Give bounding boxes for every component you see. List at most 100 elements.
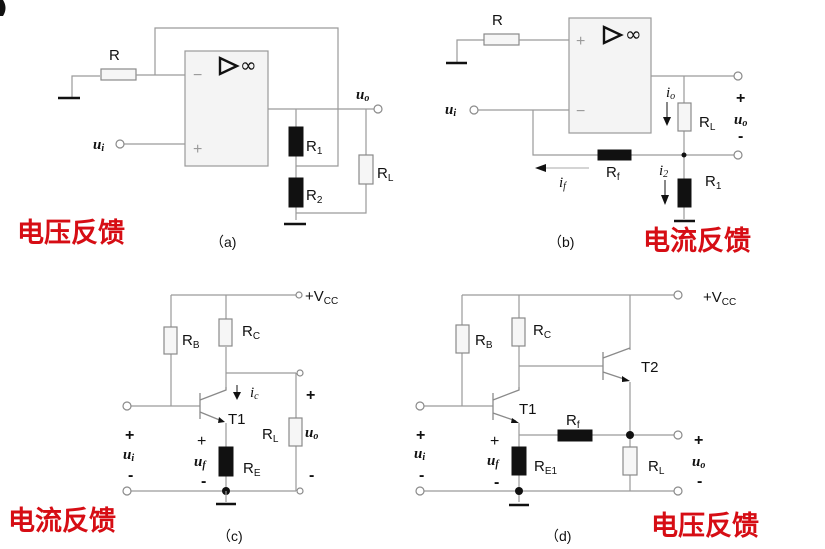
output-terminal-minus (296, 487, 304, 495)
output-label: uo (305, 425, 318, 442)
resistor-RC (511, 317, 526, 347)
output-terminal-minus (733, 150, 743, 160)
feedback-wire (154, 27, 339, 167)
current-io-label: io (666, 85, 675, 102)
arrow-down-icon (661, 195, 669, 205)
feedback-type-label-a: 电压反馈 (17, 218, 125, 249)
resistor-RB (163, 326, 178, 355)
circuit-a: − + ∞ ui uo R R1 R2 RL （a) 电压反馈 (17, 27, 394, 250)
resistor-RL (358, 154, 374, 185)
label-T2: T2 (641, 359, 659, 376)
input-minus-sign: - (128, 467, 133, 484)
resistor-RE (218, 446, 234, 477)
resistor-R1 (288, 126, 304, 157)
label-R: R (109, 47, 120, 64)
label-RL: RL (377, 165, 394, 184)
wire (456, 39, 484, 63)
output-minus-sign: - (738, 128, 743, 145)
feedback-minus-sign: - (494, 474, 499, 491)
feedback-plus-sign: + (197, 433, 206, 450)
emitter-arrow-icon (511, 418, 519, 423)
corner-mark (0, 0, 6, 16)
output-minus-sign: - (309, 467, 314, 484)
input-label: ui (93, 137, 104, 154)
input-plus-sign: + (125, 427, 134, 444)
output-minus-sign: - (697, 473, 702, 490)
label-RC: RC (242, 323, 260, 342)
input-minus-sign: - (419, 467, 424, 484)
label-T1: T1 (519, 401, 537, 418)
label-RE: RE (243, 460, 261, 479)
output-label: uo (692, 454, 705, 471)
input-terminal (115, 139, 125, 149)
wire (651, 75, 738, 219)
wire (295, 109, 367, 220)
input-plus-sign: + (416, 427, 425, 444)
label-RL: RL (699, 114, 716, 133)
resistor-Rf (557, 429, 593, 442)
opamp-inverting-pin: − (193, 67, 202, 84)
supply-terminal (295, 291, 303, 299)
feedback-label: uf (487, 453, 500, 470)
supply-terminal (673, 290, 683, 300)
label-RL: RL (648, 458, 665, 477)
transistor-T1-collector (492, 387, 520, 401)
output-label: uo (734, 112, 747, 129)
input-label: ui (445, 102, 456, 119)
output-plus-sign: + (306, 387, 315, 404)
junction-dot (681, 152, 687, 158)
transistor-T2-collector (602, 347, 631, 359)
label-R1: R1 (705, 173, 722, 192)
transistor-emitter (199, 411, 223, 422)
opamp-b (568, 17, 652, 134)
resistor-RE1 (511, 446, 527, 476)
wire (170, 294, 296, 406)
junction-dot (515, 487, 523, 495)
resistor-R (100, 68, 137, 81)
input-ground-terminal (415, 486, 425, 496)
input-label: ui (123, 447, 134, 464)
supply-label: +VCC (305, 288, 338, 307)
opamp-noninverting-pin: + (576, 33, 585, 50)
feedback-label: uf (194, 454, 207, 471)
label-Rf: Rf (606, 164, 620, 183)
caption-a: （a) (210, 234, 236, 250)
infinity-gain-symbol: ∞ (240, 53, 257, 77)
resistor-R1 (677, 178, 692, 208)
caption-c: （c) (217, 528, 243, 544)
feedback-type-label-d: 电压反馈 (651, 511, 759, 542)
input-ground-terminal (122, 486, 132, 496)
resistor-RL (622, 446, 638, 476)
feedback-type-label-c: 电流反馈 (8, 506, 116, 537)
output-terminal-plus (296, 369, 304, 377)
label-R1: R1 (306, 138, 323, 157)
supply-label: +VCC (703, 289, 736, 308)
resistor-Rf (597, 149, 632, 161)
junction-dot (626, 431, 634, 439)
output-terminal-minus (673, 486, 683, 496)
opamp-noninverting-pin: + (193, 141, 202, 158)
caption-d: （d) (545, 528, 571, 544)
input-terminal (122, 401, 132, 411)
emitter-arrow-icon (218, 417, 225, 423)
wire (131, 373, 297, 492)
output-terminal-plus (673, 430, 683, 440)
infinity-gain-symbol: ∞ (625, 22, 642, 46)
transistor-collector (199, 387, 227, 401)
current-if-label: if (559, 175, 567, 192)
resistor-R (483, 33, 520, 46)
input-label: ui (414, 446, 425, 463)
feedback-type-label-b: 电流反馈 (643, 226, 751, 257)
label-R: R (492, 12, 503, 29)
wire (71, 75, 100, 98)
resistor-RB (455, 324, 470, 354)
arrow-down-icon (233, 392, 241, 400)
circuit-b: + − ∞ ui R RL Rf R1 io i2 if + uo - （b) … (445, 12, 751, 257)
opamp-inverting-pin: − (576, 103, 585, 120)
input-terminal (415, 401, 425, 411)
resistor-RL (677, 102, 692, 132)
caption-b: （b) (548, 234, 574, 250)
label-RB: RB (182, 332, 200, 351)
feedback-plus-sign: + (490, 433, 499, 450)
